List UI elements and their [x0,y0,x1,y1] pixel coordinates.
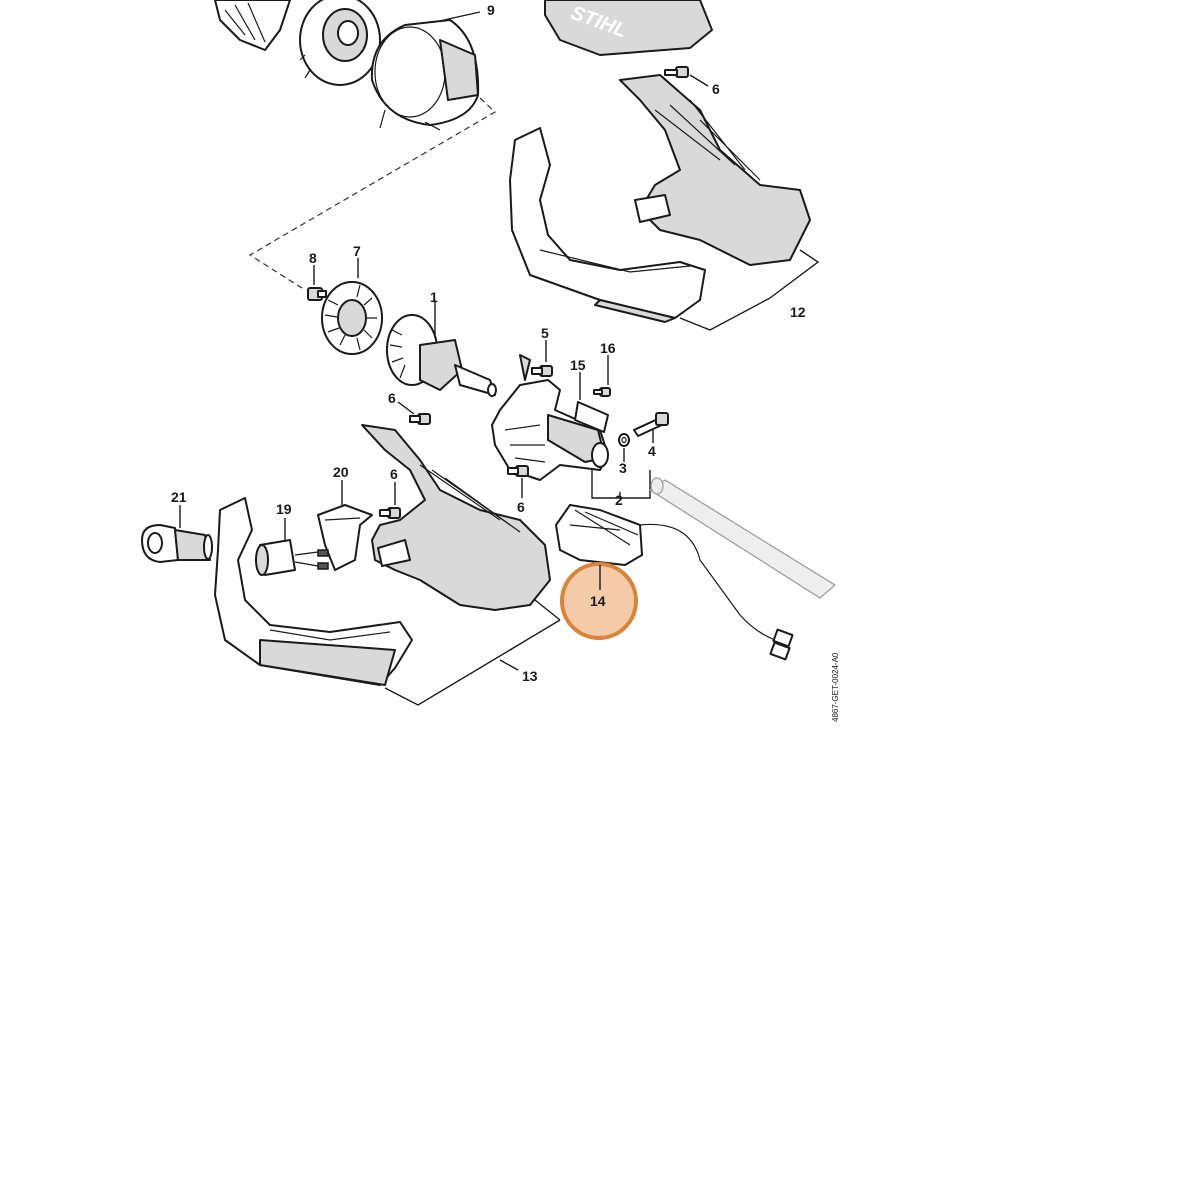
screw-part-5 [531,365,553,377]
callout-6-left: 6 [390,466,398,482]
callout-16: 16 [600,340,616,356]
part-15-bracket-plate [574,401,609,433]
part-21-eyelet [141,524,213,563]
callout-21: 21 [171,489,187,505]
callout-2: 2 [615,492,623,508]
callout-12: 12 [790,304,806,320]
callout-7: 7 [353,243,361,259]
assembly-dashed-line [248,97,496,291]
screw-part-6-top [664,66,689,78]
part-3-washer [618,433,630,447]
flywheel-part [299,0,381,86]
highlight-marker-14[interactable] [560,562,638,640]
part-12-housing-half [509,74,811,323]
part-1-motor-rotor [386,314,497,397]
screw-part-6-mid [409,413,431,425]
part-20-clip [317,504,373,571]
drawing-code: 4867-GET-0024-A0 [831,652,840,722]
callout-4: 4 [648,443,656,459]
callout-3: 3 [619,460,627,476]
fan-housing-partial [214,0,291,51]
callout-13: 13 [522,668,538,684]
screw-part-8 [307,287,327,301]
part-7-fan [321,281,383,355]
tube-part [648,477,837,599]
callout-6-top: 6 [712,81,720,97]
callout-5: 5 [541,325,549,341]
callout-20: 20 [333,464,349,480]
screw-part-4 [633,412,669,437]
callout-15: 15 [570,357,586,373]
callout-6-lower: 6 [517,499,525,515]
callout-8: 8 [309,250,317,266]
screw-part-6-lower [507,465,529,477]
part-13-housing-half [214,424,551,686]
callout-9: 9 [487,2,495,18]
highlight-label-14: 14 [590,593,606,609]
part-19-connector [255,539,329,576]
callout-6-mid: 6 [388,390,396,406]
part-14-switch-module [555,504,794,661]
callout-1: 1 [430,289,438,305]
callout-19: 19 [276,501,292,517]
part-2-gear-housing [491,354,609,481]
screw-part-16 [593,387,611,397]
part-9-housing-ring [370,19,480,131]
stihl-cover-partial: STIHL [544,0,713,56]
screw-part-6-left [379,507,401,519]
